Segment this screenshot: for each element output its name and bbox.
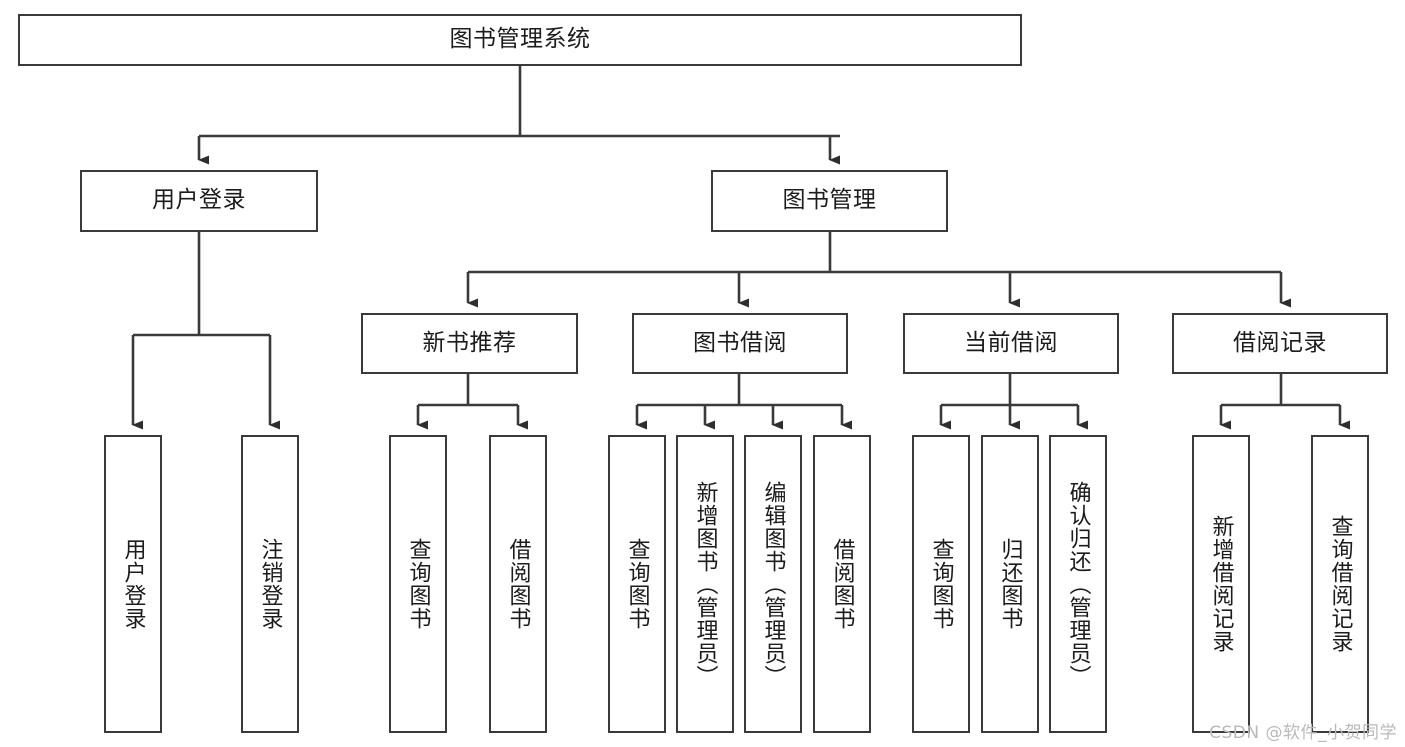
leaf-borrow-book-recommend[interactable]: 借阅图书 bbox=[489, 435, 547, 733]
node-label: 查询图书 bbox=[928, 538, 954, 630]
node-label: 新增借阅记录 bbox=[1208, 515, 1234, 653]
node-book-borrow[interactable]: 图书借阅 bbox=[632, 313, 848, 374]
node-label: 查询图书 bbox=[624, 538, 650, 630]
leaf-add-book[interactable]: 新增图书（管理员） bbox=[676, 435, 734, 733]
csdn-watermark: CSDN @软件_小贺同学 bbox=[1209, 723, 1397, 743]
leaf-user-login[interactable]: 用户登录 bbox=[104, 435, 162, 733]
node-label: 新书推荐 bbox=[422, 329, 517, 356]
node-label: 图书管理系统 bbox=[449, 26, 591, 53]
node-label: 用户登录 bbox=[120, 538, 146, 630]
node-label: 查询借阅记录 bbox=[1327, 515, 1353, 653]
leaf-logout-login[interactable]: 注销登录 bbox=[241, 435, 299, 733]
node-label: 借阅图书 bbox=[505, 538, 531, 630]
node-label: 借阅记录 bbox=[1233, 329, 1327, 356]
node-label: 确认归还（管理员） bbox=[1065, 480, 1091, 688]
node-label: 归还图书 bbox=[997, 538, 1023, 630]
node-label: 新增图书（管理员） bbox=[692, 480, 718, 688]
node-label: 查询图书 bbox=[405, 538, 431, 630]
node-borrow-record[interactable]: 借阅记录 bbox=[1172, 313, 1388, 374]
leaf-edit-book[interactable]: 编辑图书（管理员） bbox=[744, 435, 802, 733]
node-label: 注销登录 bbox=[257, 538, 283, 630]
leaf-return-book[interactable]: 归还图书 bbox=[981, 435, 1039, 733]
node-book-management[interactable]: 图书管理 bbox=[711, 170, 948, 232]
leaf-borrow-book[interactable]: 借阅图书 bbox=[813, 435, 871, 733]
leaf-query-borrow-record[interactable]: 查询借阅记录 bbox=[1311, 435, 1369, 733]
leaf-query-book-recommend[interactable]: 查询图书 bbox=[389, 435, 447, 733]
leaf-query-book-borrow[interactable]: 查询图书 bbox=[608, 435, 666, 733]
node-user-login[interactable]: 用户登录 bbox=[80, 170, 318, 232]
node-label: 用户登录 bbox=[152, 187, 246, 214]
leaf-query-book-current[interactable]: 查询图书 bbox=[912, 435, 970, 733]
node-current-borrow[interactable]: 当前借阅 bbox=[903, 313, 1119, 374]
leaf-confirm-return[interactable]: 确认归还（管理员） bbox=[1049, 435, 1107, 733]
node-label: 当前借阅 bbox=[964, 329, 1058, 356]
node-label: 借阅图书 bbox=[829, 538, 855, 630]
node-root-book-management-system[interactable]: 图书管理系统 bbox=[18, 14, 1022, 66]
node-label: 编辑图书（管理员） bbox=[760, 480, 786, 688]
node-label: 图书管理 bbox=[782, 187, 877, 214]
node-new-book-recommend[interactable]: 新书推荐 bbox=[361, 313, 578, 374]
node-label: 图书借阅 bbox=[693, 329, 787, 356]
leaf-add-borrow-record[interactable]: 新增借阅记录 bbox=[1192, 435, 1250, 733]
